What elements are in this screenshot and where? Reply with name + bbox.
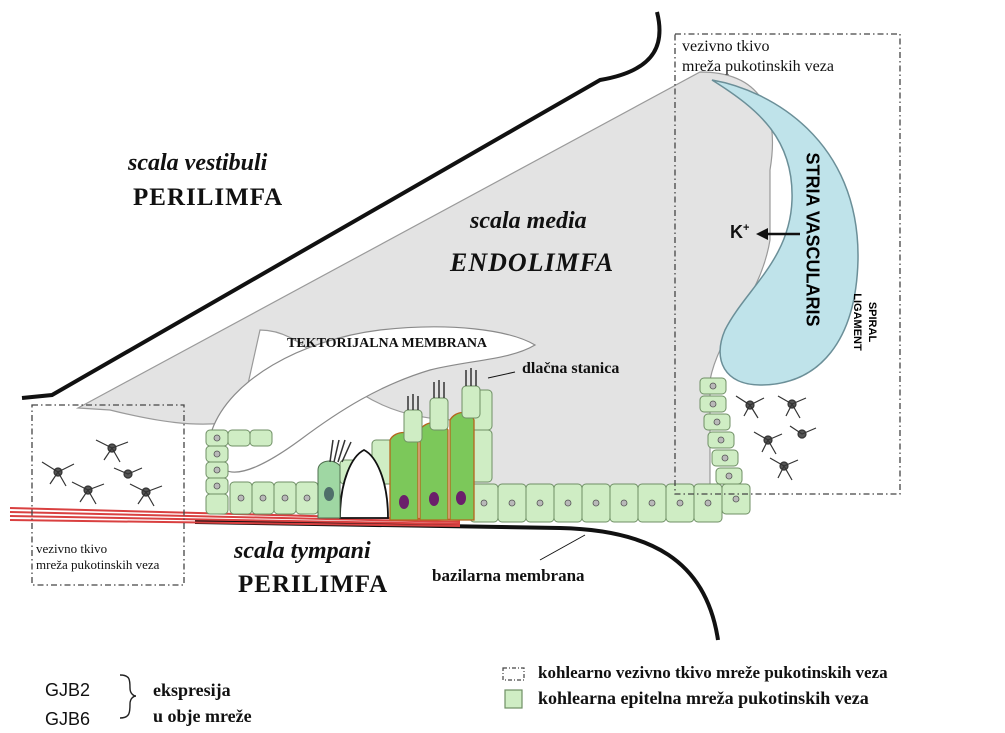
label-tektorijalna: TEKTORIJALNA MEMBRANA xyxy=(287,336,487,352)
label-vezivno-left-1: vezivno tkivo xyxy=(36,541,107,557)
label-stria-vascularis: STRIA VASCULARIS xyxy=(802,153,823,313)
legend-dashed-label: kohlearno vezivno tkivo mreže pukotinski… xyxy=(538,663,888,683)
legend-green-label: kohlearna epitelna mreža pukotinskih vez… xyxy=(538,688,869,709)
label-endolimfa: ENDOLIMFA xyxy=(450,248,614,278)
fibrocyte-right-4 xyxy=(790,426,816,438)
label-scala-tympani: scala tympani xyxy=(234,538,371,565)
label-bazilarna: bazilarna membrana xyxy=(432,566,585,586)
label-k-ion: K+ xyxy=(730,222,749,243)
legend-ekspresija: ekspresija xyxy=(153,680,231,701)
fibrocyte-left-3 xyxy=(72,482,104,504)
label-spiral: SPIRAL xyxy=(866,292,878,352)
legend-gjb6: GJB6 xyxy=(45,709,90,730)
fibrocyte-right-5 xyxy=(770,458,798,480)
legend-brace xyxy=(120,675,136,718)
label-scala-media: scala media xyxy=(470,208,587,235)
fibrocyte-right-3 xyxy=(754,432,782,454)
fibrocyte-right-1 xyxy=(736,396,764,418)
label-perilimfa-top: PERILIMFA xyxy=(133,184,283,212)
fibrocyte-left-4 xyxy=(130,484,162,506)
legend-dashed-swatch xyxy=(503,668,524,680)
fibrocyte-right-2 xyxy=(778,396,806,418)
label-ligament: LIGAMENT xyxy=(851,292,863,352)
label-perilimfa-bottom: PERILIMFA xyxy=(238,571,388,599)
basilar-pointer xyxy=(540,535,585,560)
label-vezivno-top-1: vezivno tkivo xyxy=(682,38,770,56)
label-vezivno-left-2: mreža pukotinskih veza xyxy=(36,557,159,573)
fibrocyte-left-2 xyxy=(96,440,128,462)
k-ion-text: K xyxy=(730,222,743,242)
fibrocyte-left-1 xyxy=(42,462,74,486)
fibrocyte-left-5 xyxy=(114,468,142,478)
legend-u-obje: u obje mreže xyxy=(153,706,252,727)
label-scala-vestibuli: scala vestibuli xyxy=(128,150,267,177)
label-vezivno-top-2: mreža pukotinskih veza xyxy=(682,58,834,76)
k-ion-charge: + xyxy=(743,222,749,234)
legend-green-swatch xyxy=(505,690,522,708)
legend-gjb2: GJB2 xyxy=(45,680,90,701)
label-dlacna-stanica: dlačna stanica xyxy=(522,360,619,378)
